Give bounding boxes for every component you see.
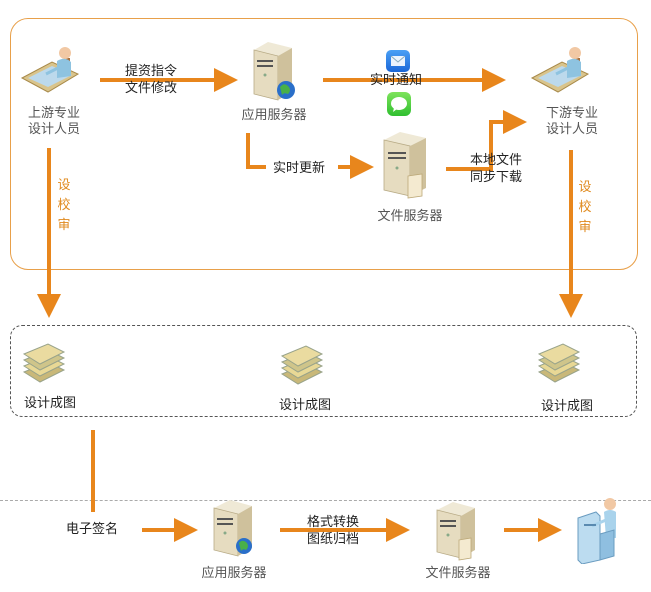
convert-label-line1: 格式转换 — [307, 515, 360, 530]
sync-label-line1: 本地文件 — [470, 153, 523, 168]
upstream-designer-line2: 设计人员 — [27, 122, 80, 137]
review-left-char: 审 — [57, 218, 71, 233]
mail-icon — [386, 50, 410, 72]
esign-label: 电子签名 — [66, 522, 119, 537]
app-server-label: 应用服务器 — [201, 566, 267, 581]
sync-label-line2: 同步下载 — [470, 170, 523, 185]
person-at-plotter-icon — [574, 494, 624, 565]
upstream-designer-line1: 上游专业 — [27, 106, 80, 121]
drawing-label: 设计成图 — [541, 399, 594, 414]
downstream-designer-icon — [528, 44, 592, 102]
file-server-icon — [380, 130, 430, 202]
sync-label: 本地文件 同步下载 — [470, 152, 522, 186]
downstream-designer-line1: 下游专业 — [545, 106, 598, 121]
review-label-right: 设 校 审 — [577, 178, 593, 238]
submit-label: 提资指令 文件修改 — [125, 63, 177, 97]
review-right-char: 审 — [578, 220, 592, 235]
review-left-char: 校 — [57, 198, 71, 213]
submit-label-line2: 文件修改 — [125, 81, 178, 96]
drawing-stack-icon — [22, 340, 66, 386]
notify-label: 实时通知 — [370, 73, 423, 88]
app-server-icon — [210, 498, 258, 558]
upstream-designer-icon — [18, 44, 82, 102]
review-right-char: 校 — [578, 200, 592, 215]
message-icon — [387, 92, 411, 116]
design-output-region — [10, 325, 637, 417]
file-server-label: 文件服务器 — [425, 566, 491, 581]
drawing-label: 设计成图 — [279, 398, 332, 413]
convert-label: 格式转换 图纸归档 — [307, 514, 359, 548]
review-left-char: 设 — [57, 178, 71, 193]
review-right-char: 设 — [578, 180, 592, 195]
file-server-label: 文件服务器 — [377, 209, 443, 224]
app-server-label: 应用服务器 — [241, 108, 307, 123]
downstream-designer-line2: 设计人员 — [545, 122, 598, 137]
connector-update-vertical — [246, 133, 266, 169]
file-server-icon — [433, 500, 481, 564]
collaboration-region — [10, 18, 638, 270]
app-server-icon — [248, 40, 298, 102]
submit-label-line1: 提资指令 — [125, 64, 178, 79]
convert-label-line2: 图纸归档 — [307, 532, 360, 547]
arrow-sync — [446, 110, 527, 171]
drawing-stack-icon — [280, 342, 324, 388]
review-label-left: 设 校 审 — [56, 176, 72, 236]
section-divider — [0, 500, 651, 501]
update-label: 实时更新 — [273, 161, 326, 176]
drawing-stack-icon — [537, 340, 581, 386]
drawing-label: 设计成图 — [24, 396, 77, 411]
upstream-designer-label: 上游专业 设计人员 — [22, 106, 86, 138]
downstream-designer-label: 下游专业 设计人员 — [540, 106, 604, 138]
